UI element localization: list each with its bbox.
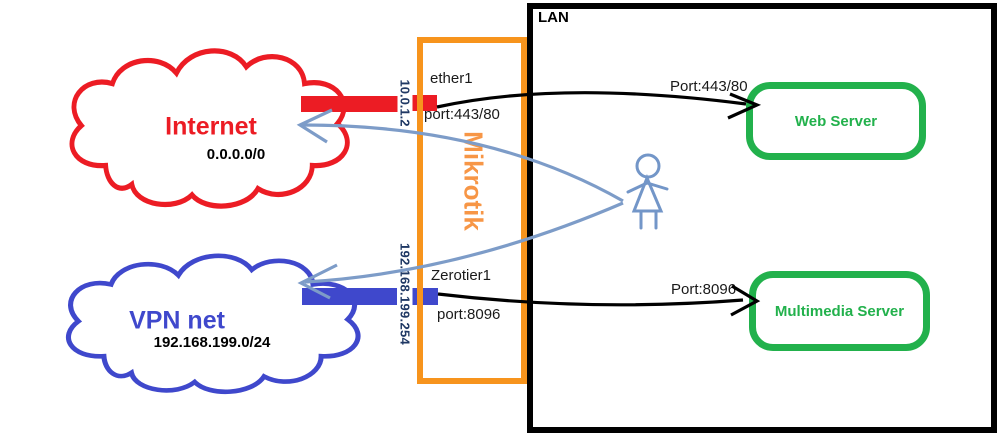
vpn-port-label: port:8096	[437, 306, 501, 323]
wan-port-label: port:443/80	[424, 106, 500, 123]
multimedia-server-box: Multimedia Server	[749, 271, 930, 351]
web-server-port-label: Port:443/80	[670, 78, 748, 95]
lan-label: LAN	[538, 9, 569, 26]
vpn-link-bar-icon	[302, 288, 397, 305]
wan-link-bar-icon	[301, 96, 398, 112]
vpn-cloud-label: VPN net	[129, 306, 225, 335]
lan-box	[527, 3, 997, 433]
multimedia-server-label: Multimedia Server	[774, 302, 905, 320]
web-server-box: Web Server	[746, 82, 926, 160]
multimedia-server-port-label: Port:8096	[671, 281, 737, 298]
internet-cloud-label: Internet	[165, 112, 257, 141]
mikrotik-label: Mikrotik	[458, 131, 489, 231]
web-server-label: Web Server	[794, 112, 878, 130]
internet-subnet-label: 0.0.0.0/0	[206, 145, 266, 163]
wan-interface-label: ether1	[430, 70, 473, 87]
vpn-ip-label: 192.168.199.254	[397, 240, 413, 348]
wan-ip-label: 10.0.1.2	[397, 77, 413, 129]
vpn-interface-label: Zerotier1	[431, 267, 492, 284]
vpn-subnet-label: 192.168.199.0/24	[153, 333, 271, 351]
